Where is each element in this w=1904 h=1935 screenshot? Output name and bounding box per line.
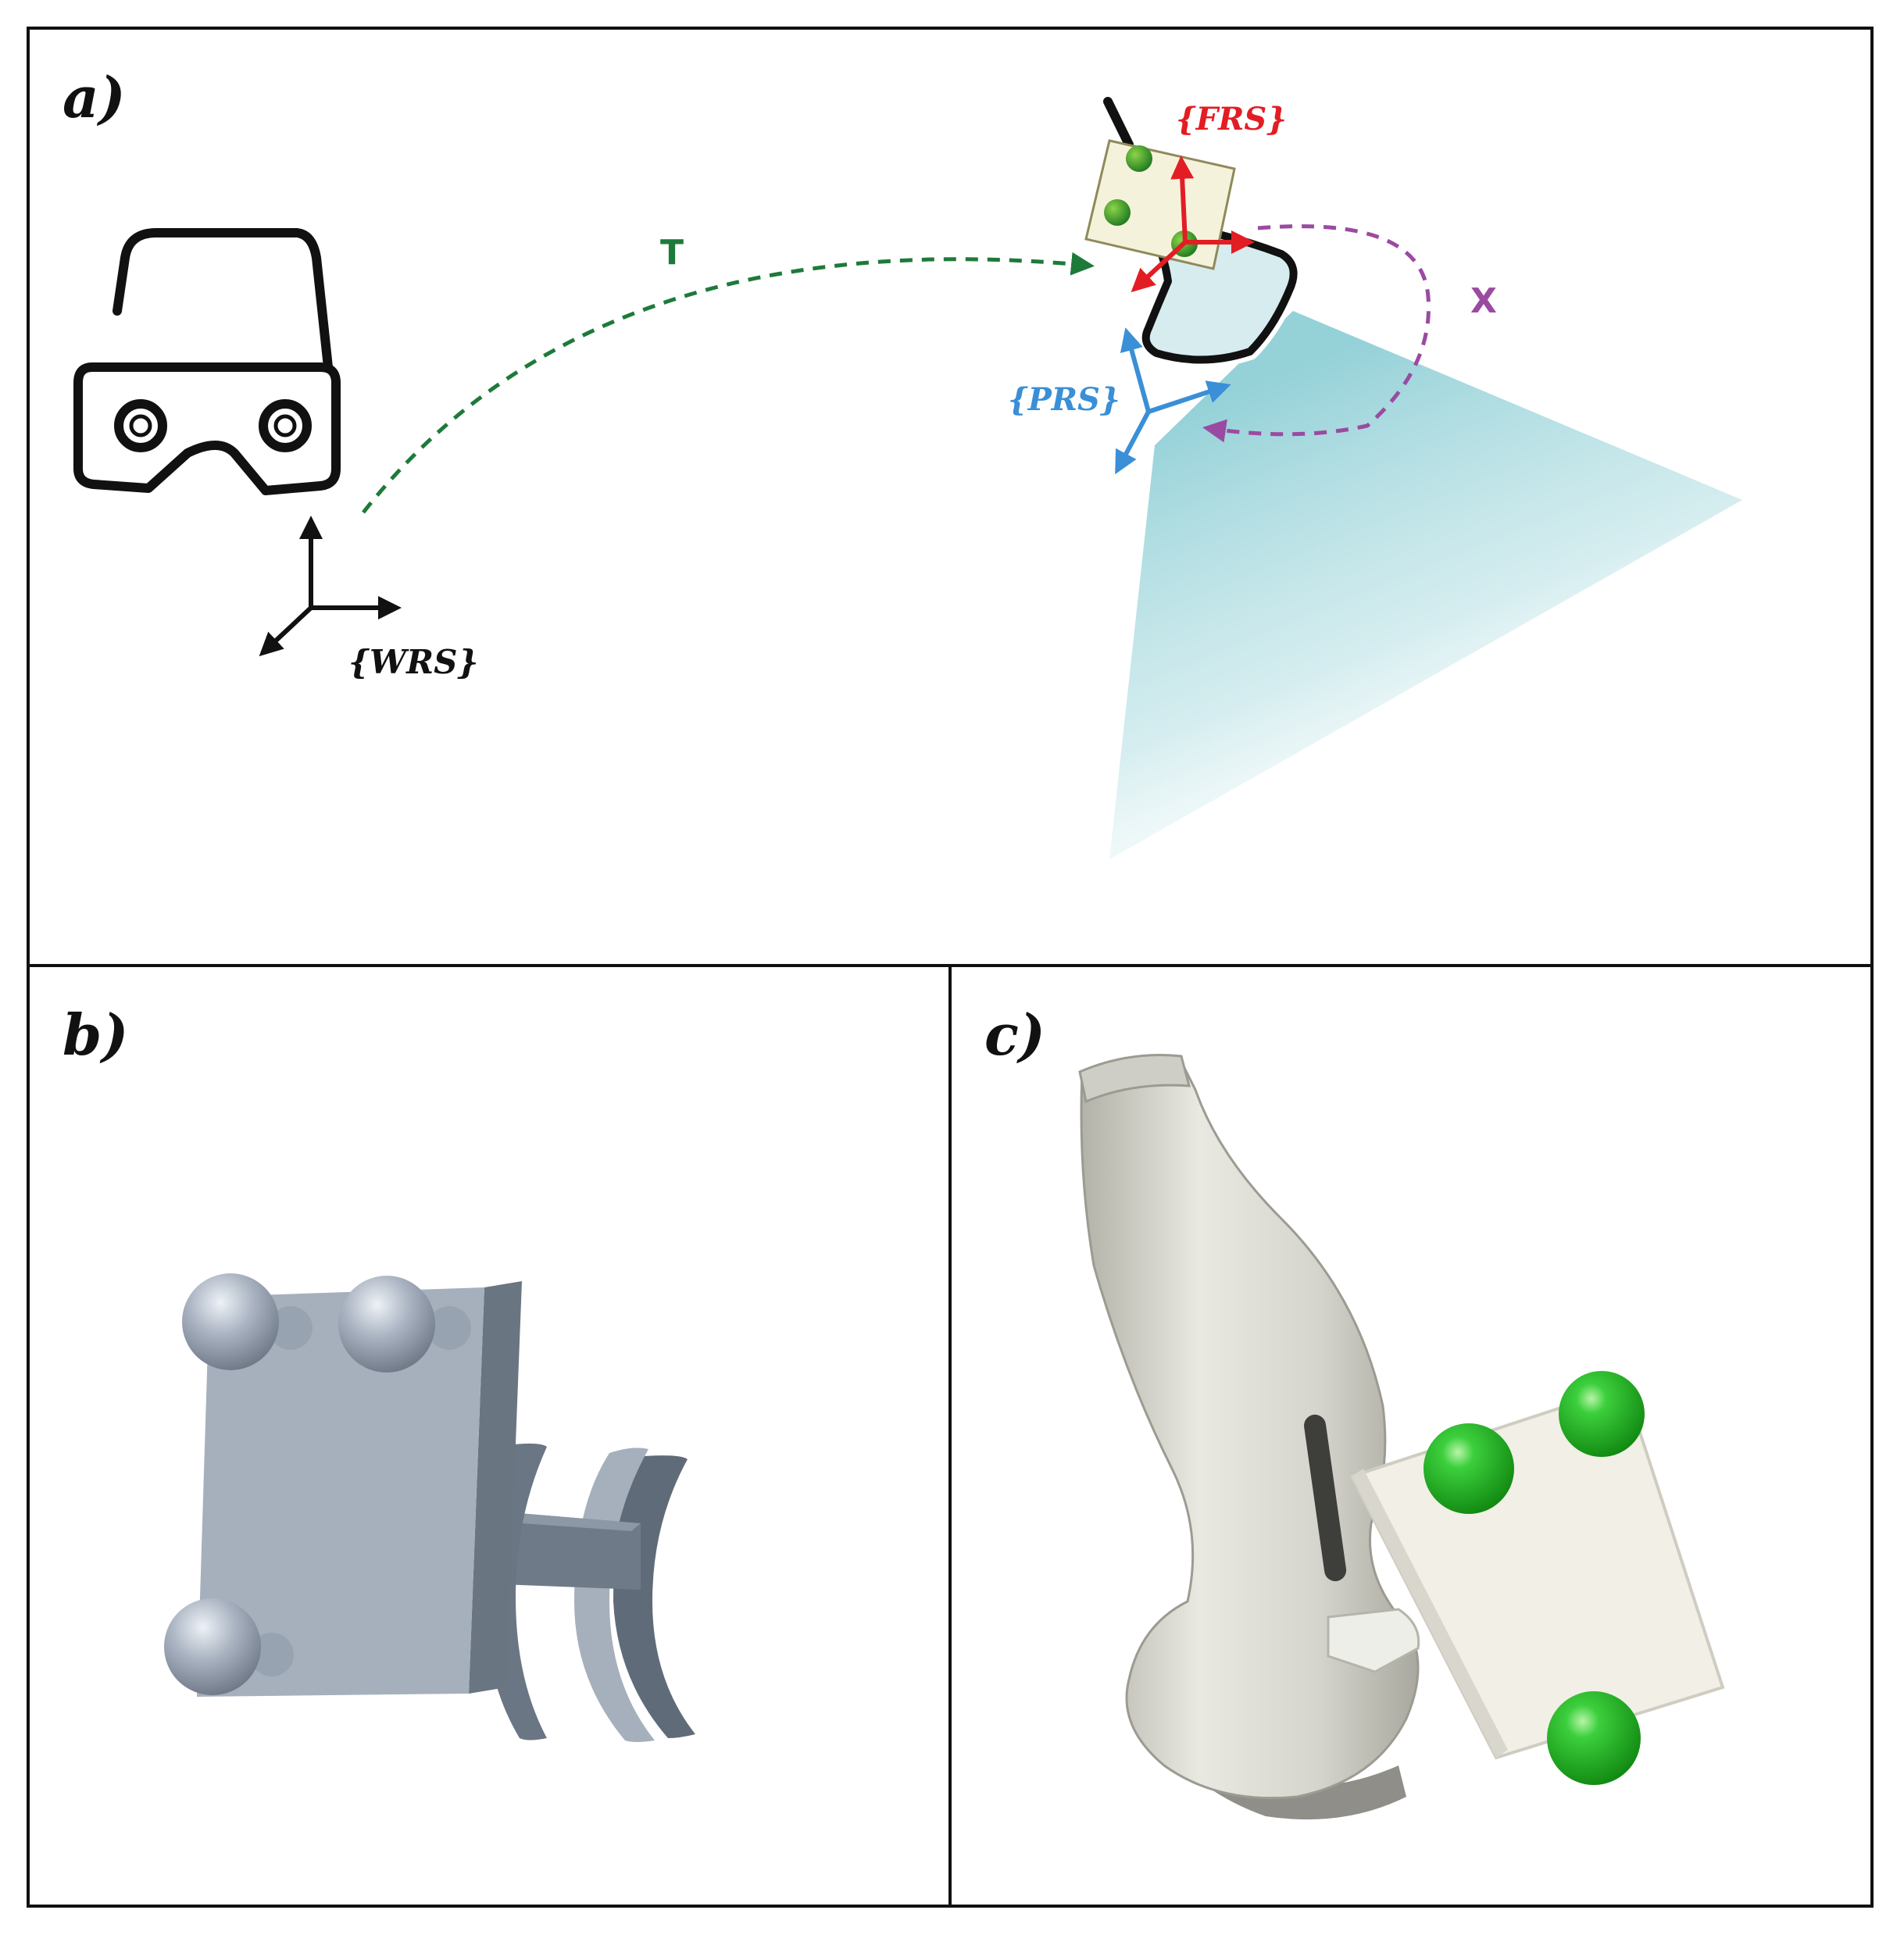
fiducial-dot-1: [1126, 145, 1152, 172]
panel-b: b): [63, 1001, 695, 1742]
vr-headset-icon: [73, 228, 341, 495]
transform-t-label: T: [660, 233, 684, 273]
probe-frame-label: {PRS}: [1008, 381, 1120, 418]
panel-a: a) {WRS} T: [63, 64, 1742, 859]
world-frame-axes: [259, 516, 402, 657]
panel-a-label: a): [63, 64, 126, 130]
cad-sphere-1: [182, 1273, 279, 1370]
fiducial-frame-axes: [1131, 155, 1255, 293]
transform-x-arrow: [1202, 224, 1431, 443]
probe-with-marker-photo: [1078, 1054, 1725, 1820]
panel-b-label: b): [63, 1001, 128, 1068]
green-marker-ball-2: [1559, 1371, 1645, 1457]
transform-x-label: X: [1470, 281, 1497, 321]
panel-c-border: [948, 964, 1874, 1908]
fiducial-marker-icon: [1084, 139, 1236, 270]
panel-frames: [27, 27, 1874, 1908]
panel-c-label: c): [984, 1001, 1045, 1068]
green-marker-ball-1: [1424, 1423, 1514, 1514]
fiducial-frame-label: {FRS}: [1176, 101, 1287, 137]
cad-sphere-3: [164, 1598, 261, 1695]
ultrasound-beam: [1109, 311, 1742, 859]
probe-frame-axes: [1115, 327, 1231, 475]
world-frame-label: {WRS}: [348, 643, 478, 681]
green-marker-ball-3: [1547, 1691, 1641, 1785]
cad-sphere-2: [338, 1276, 435, 1373]
fiducial-dot-2: [1104, 199, 1131, 226]
cad-marker-holder: [164, 1273, 695, 1742]
transform-t-arrow: [362, 252, 1095, 514]
panel-c: c): [984, 1001, 1725, 1820]
